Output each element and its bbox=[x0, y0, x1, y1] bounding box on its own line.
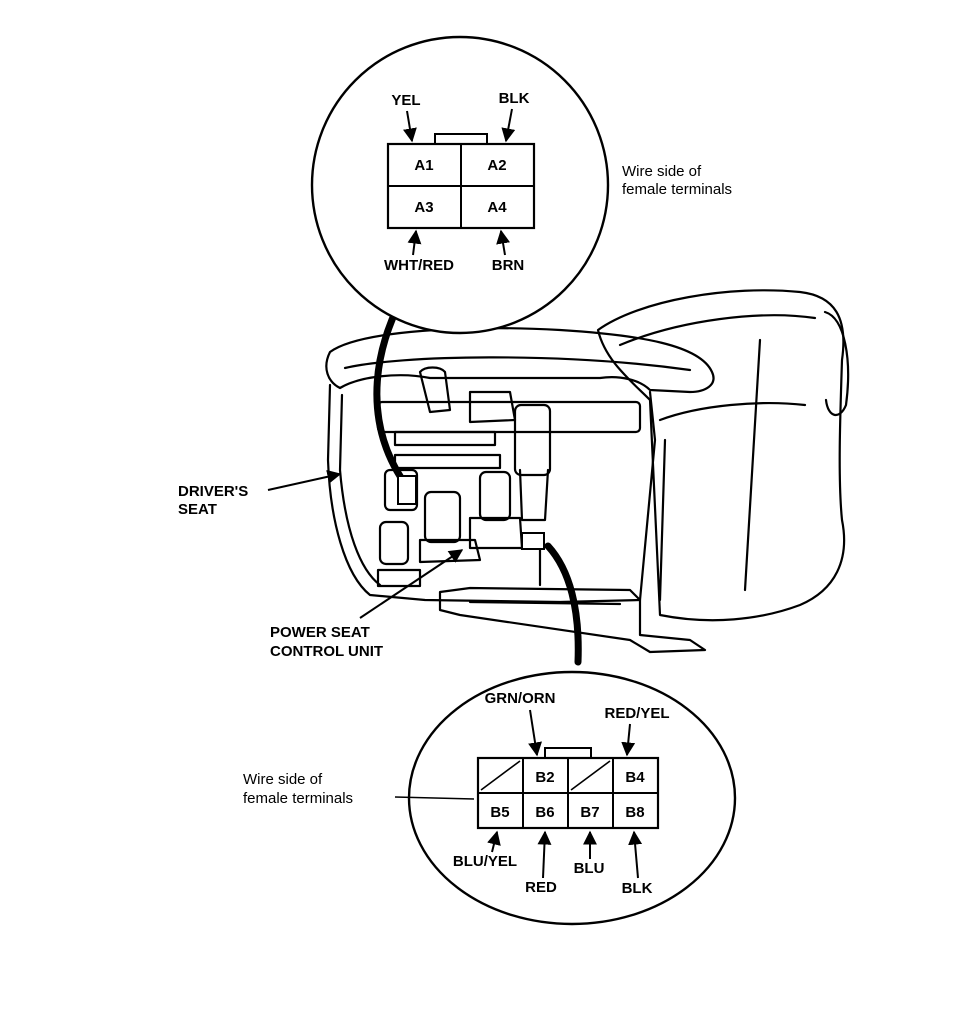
connector-b-note-line2: female terminals bbox=[243, 790, 353, 807]
empty-cavity-b1 bbox=[480, 760, 521, 791]
connector-b-note-leader bbox=[394, 796, 475, 800]
control-unit-label-line1: POWER SEAT bbox=[270, 624, 370, 641]
connector-a-latch bbox=[434, 133, 488, 145]
seat-back-side-bolster bbox=[823, 310, 850, 416]
wire-label-a3: WHT/RED bbox=[384, 257, 454, 274]
pin-b7: B7 bbox=[580, 804, 599, 821]
pin-a2: A2 bbox=[487, 157, 506, 174]
pin-b4: B4 bbox=[625, 769, 645, 786]
connector-a-note-line1: Wire side of bbox=[622, 163, 702, 180]
seat-illustration bbox=[325, 289, 850, 654]
arrow-a1 bbox=[403, 110, 417, 143]
drivers-seat-label-line1: DRIVER'S bbox=[178, 483, 248, 500]
control-unit-label-line2: CONTROL UNIT bbox=[270, 643, 383, 660]
seat-back bbox=[596, 289, 846, 622]
arrow-a3 bbox=[407, 229, 422, 256]
wire-label-a4: BRN bbox=[492, 257, 525, 274]
drivers-seat-arrow bbox=[267, 469, 342, 491]
harness-b bbox=[544, 542, 582, 666]
drivers-seat-label-line2: SEAT bbox=[178, 501, 217, 518]
pin-a3: A3 bbox=[414, 199, 433, 216]
pin-a4: A4 bbox=[487, 199, 507, 216]
connector-b-latch bbox=[544, 747, 592, 759]
wire-label-b5: BLU/YEL bbox=[453, 853, 517, 870]
pin-b5: B5 bbox=[490, 804, 509, 821]
connector-b-note-line1: Wire side of bbox=[243, 771, 323, 788]
arrow-b2 bbox=[528, 709, 542, 757]
wire-label-a2: BLK bbox=[499, 90, 530, 107]
wire-label-b8: BLK bbox=[622, 880, 653, 897]
connector-a-detail: A1 A2 A3 A4 YEL BLK WHT/RED BRN Wire sid… bbox=[310, 35, 732, 335]
wire-label-b6: RED bbox=[525, 879, 557, 896]
arrow-b5 bbox=[487, 830, 501, 853]
arrow-b8 bbox=[628, 830, 643, 879]
pin-b2: B2 bbox=[535, 769, 554, 786]
seat-rail bbox=[438, 586, 707, 654]
callout-labels: DRIVER'S SEAT POWER SEAT CONTROL UNIT bbox=[178, 469, 464, 660]
control-unit-arrow bbox=[359, 549, 464, 619]
pin-b6: B6 bbox=[535, 804, 554, 821]
connector-a-note-line2: female terminals bbox=[622, 181, 732, 198]
pin-a1: A1 bbox=[414, 157, 433, 174]
arrow-b6 bbox=[537, 830, 552, 879]
wire-label-b2: GRN/ORN bbox=[485, 690, 556, 707]
arrow-b4 bbox=[621, 723, 636, 757]
arrow-a4 bbox=[496, 229, 510, 256]
harness-a bbox=[373, 294, 412, 492]
empty-cavity-b3 bbox=[570, 760, 611, 791]
wire-label-b7: BLU bbox=[574, 860, 605, 877]
arrow-a2 bbox=[501, 108, 516, 143]
connector-b-detail: B2 B4 B5 B6 B7 B8 GRN/ORN RED/YEL BLU/YE… bbox=[243, 670, 737, 926]
connector-b-plug bbox=[521, 532, 545, 550]
connector-a-plug bbox=[397, 475, 417, 505]
wire-label-a1: YEL bbox=[391, 92, 420, 109]
wire-label-b4: RED/YEL bbox=[604, 705, 669, 722]
pin-b8: B8 bbox=[625, 804, 644, 821]
